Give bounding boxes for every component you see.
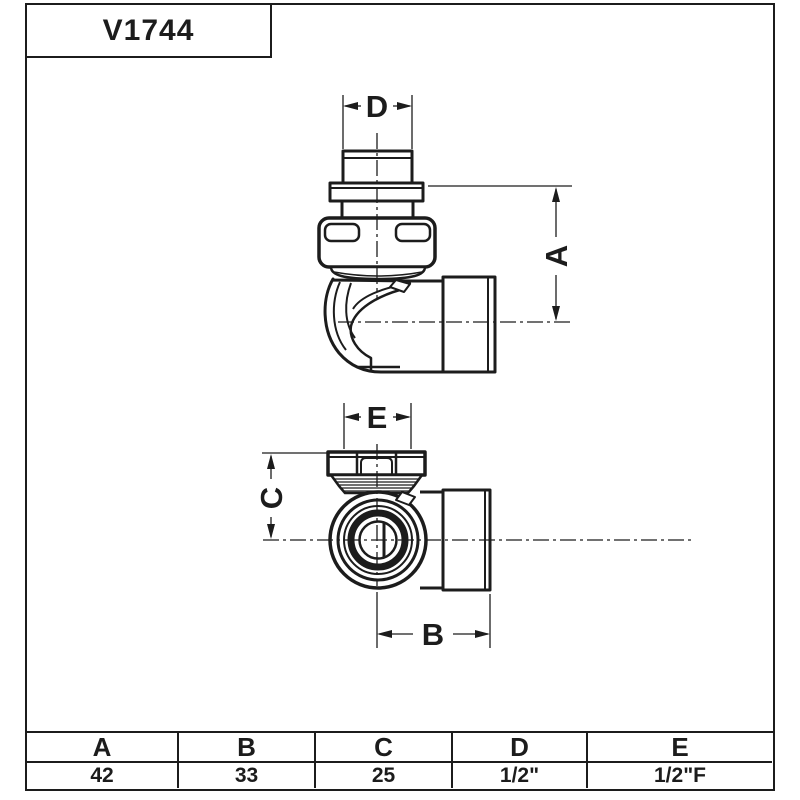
spec-table: A B C D E 42 33 25 1/2" 1/2"F bbox=[25, 731, 775, 791]
spec-header-d: D bbox=[451, 732, 586, 763]
front-view bbox=[317, 133, 572, 374]
dimension-e: E bbox=[343, 400, 412, 449]
spec-header-b: B bbox=[177, 732, 314, 763]
title-block: V1744 bbox=[25, 3, 272, 58]
highlight-facet-side bbox=[395, 491, 416, 506]
dim-label-b: B bbox=[422, 617, 444, 652]
spec-header-a: A bbox=[27, 732, 177, 763]
spec-value-a: 42 bbox=[90, 763, 114, 787]
side-view bbox=[263, 444, 692, 592]
spec-table-value-row: 42 33 25 1/2" 1/2"F bbox=[27, 763, 773, 788]
spec-header-e: E bbox=[586, 732, 772, 763]
spec-header-c: C bbox=[314, 732, 451, 763]
dimension-a: A bbox=[428, 185, 574, 321]
spec-value-d: 1/2" bbox=[451, 763, 586, 788]
model-number: V1744 bbox=[102, 13, 195, 47]
spec-value-e: 1/2"F bbox=[586, 763, 772, 788]
dim-label-a: A bbox=[539, 245, 574, 267]
elbow-body bbox=[323, 277, 445, 374]
highlight-facet bbox=[389, 279, 411, 293]
dim-label-e: E bbox=[367, 400, 388, 435]
spec-value-c: 25 bbox=[314, 763, 451, 788]
female-end-cap bbox=[441, 275, 497, 374]
dim-label-d: D bbox=[366, 89, 388, 124]
spec-value-b: 33 bbox=[177, 763, 314, 788]
dimension-b: B bbox=[376, 592, 491, 652]
dimension-d: D bbox=[342, 89, 413, 149]
lower-collar bbox=[329, 265, 427, 281]
dimension-c: C bbox=[254, 452, 330, 539]
spec-table-header-row: A B C D E bbox=[27, 732, 773, 763]
dim-label-c: C bbox=[254, 487, 289, 509]
